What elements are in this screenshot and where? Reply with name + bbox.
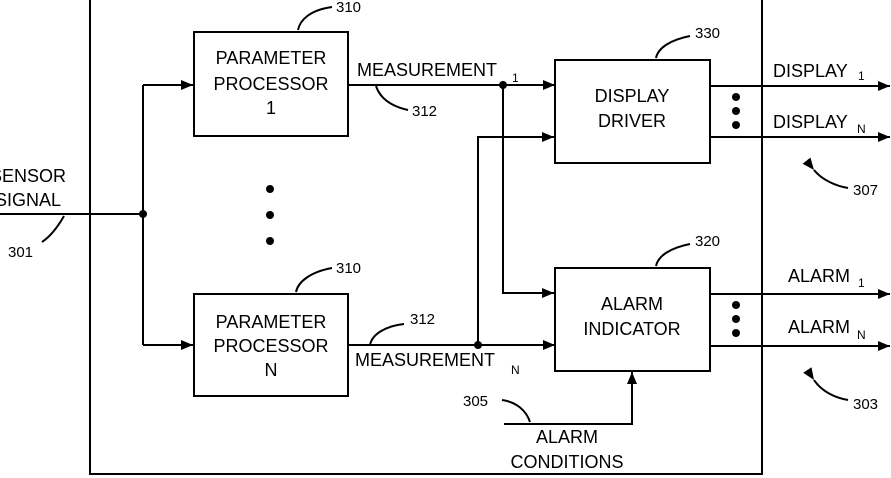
display-driver-ref-leader: [656, 36, 690, 58]
processor-n-ref-leader: [296, 268, 332, 292]
alarm-indicator-ref-number: 320: [695, 233, 720, 250]
alarm-1-label: ALARM: [788, 266, 850, 286]
processor-1-line1: PARAMETER: [216, 48, 327, 68]
processor-n-ref-number: 310: [336, 260, 361, 277]
measurement-n-ref-leader: [370, 324, 404, 345]
alarm-conditions-line1: ALARM: [536, 427, 598, 447]
processor-n-line1: PARAMETER: [216, 312, 327, 332]
sensor-label-line2: SIGNAL: [0, 190, 61, 210]
alarm-indicator-line1: ALARM: [601, 294, 663, 314]
alarm-indicator-line2: INDICATOR: [583, 319, 680, 339]
alarm-conditions-line2: CONDITIONS: [510, 452, 623, 472]
display-driver: DISPLAY DRIVER 330: [555, 25, 720, 163]
display-n-subscript: N: [857, 122, 866, 136]
display-outputs: DISPLAY 1 DISPLAY N 307: [710, 61, 890, 199]
measurement-n-subscript: N: [511, 363, 520, 377]
processor-n-line2: PROCESSOR: [213, 336, 328, 356]
alarm-n-label: ALARM: [788, 317, 850, 337]
display-outputs-ref-number: 307: [853, 182, 878, 199]
processor-1-ref-number: 310: [336, 0, 361, 16]
display-1-label: DISPLAY: [773, 61, 848, 81]
measurement-1-signal: MEASUREMENT 1 312: [348, 60, 555, 293]
sensor-ref-leader: [42, 216, 64, 242]
processor-n-line3: N: [265, 360, 278, 380]
measurement-1-ref-number: 312: [412, 103, 437, 120]
processor-ellipsis: [266, 185, 274, 245]
display-driver-ref-number: 330: [695, 25, 720, 42]
measurement-n-to-display: [478, 137, 554, 345]
display-n-label: DISPLAY: [773, 112, 848, 132]
measurement-1-ref-leader: [376, 86, 408, 110]
alarm-indicator-ref-leader: [656, 244, 690, 266]
alarm-outputs-ref-number: 303: [853, 396, 878, 413]
display-driver-line2: DRIVER: [598, 111, 666, 131]
alarm-n-subscript: N: [857, 328, 866, 342]
measurement-n-signal: MEASUREMENT N 312: [348, 137, 555, 377]
measurement-n-label: MEASUREMENT: [355, 350, 495, 370]
sensor-label-line1: SENSOR: [0, 166, 66, 186]
alarm-conditions-ref-number: 305: [463, 393, 488, 410]
measurement-1-subscript: 1: [512, 71, 519, 85]
display-outputs-ref-leader: [814, 170, 848, 188]
measurement-1-label: MEASUREMENT: [357, 60, 497, 80]
processor-1-line3: 1: [266, 98, 276, 118]
alarm-1-subscript: 1: [858, 276, 865, 290]
alarm-conditions-input: ALARM CONDITIONS 305: [463, 372, 632, 472]
measurement-1-to-alarm: [503, 85, 554, 293]
sensor-signal-input: SENSOR SIGNAL 301: [0, 166, 147, 261]
alarm-outputs-ref-leader: [814, 380, 848, 400]
display-1-subscript: 1: [858, 69, 865, 83]
display-driver-line1: DISPLAY: [595, 86, 670, 106]
measurement-n-ref-number: 312: [410, 311, 435, 328]
alarm-indicator: ALARM INDICATOR 320: [555, 233, 720, 371]
sensor-ref-number: 301: [8, 244, 33, 261]
parameter-processor-1: PARAMETER PROCESSOR 1 310: [194, 0, 361, 136]
alarm-conditions-line: [504, 372, 632, 424]
parameter-processor-n: PARAMETER PROCESSOR N 310: [194, 260, 361, 396]
processor-1-ref-leader: [298, 7, 332, 30]
processor-1-line2: PROCESSOR: [213, 74, 328, 94]
alarm-conditions-ref-leader: [502, 400, 530, 422]
alarm-outputs: ALARM 1 ALARM N 303: [710, 266, 890, 413]
